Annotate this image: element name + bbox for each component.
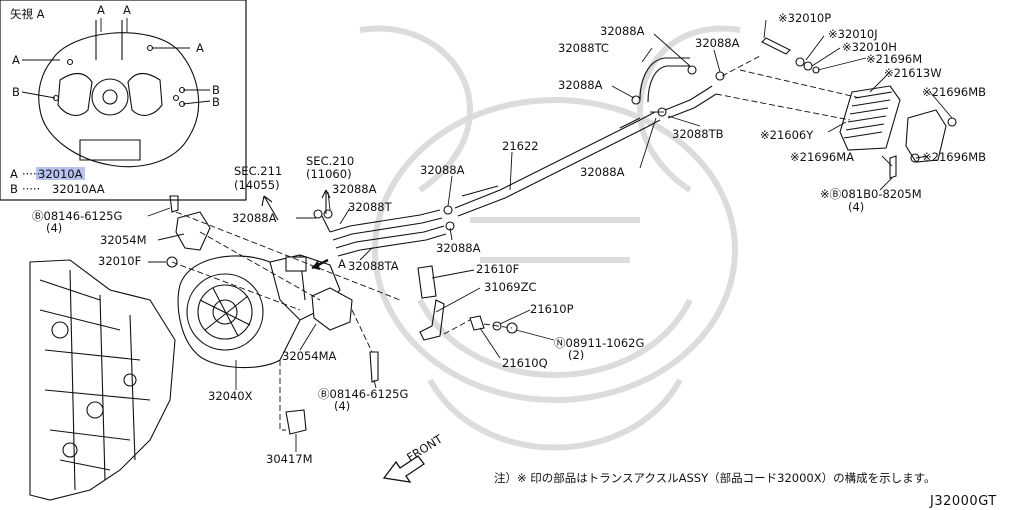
label-32088a-left2[interactable]: 32088A xyxy=(436,241,481,255)
legend-key-b: B xyxy=(10,182,18,196)
cooler-pipe-32088t xyxy=(321,209,447,257)
sec-210-sub: (11060) xyxy=(306,167,352,181)
label-08911-qty: (2) xyxy=(568,348,584,362)
oil-cooler-21606y xyxy=(839,85,957,179)
legend-part-b[interactable]: 32010AA xyxy=(52,182,105,196)
label-32088a-c1[interactable]: 32088A xyxy=(420,163,465,177)
label-21696mb-2[interactable]: ※21696MB xyxy=(922,150,986,164)
label-08146-bottom[interactable]: Ⓑ08146-6125G xyxy=(318,387,408,401)
engine-block-illustration xyxy=(29,259,176,501)
sec-211-sub: (14055) xyxy=(234,178,280,192)
label-32010j[interactable]: ※32010J xyxy=(828,27,878,41)
grommet-21610p xyxy=(469,315,518,334)
legend-key-a: A xyxy=(10,167,18,181)
label-32088tc[interactable]: 32088TC xyxy=(558,41,609,55)
plug-32010f xyxy=(166,256,178,268)
inset-letter-b2: B xyxy=(212,83,220,97)
label-32054m[interactable]: 32054M xyxy=(100,233,147,247)
label-32088a-top[interactable]: 32088A xyxy=(600,24,645,38)
bracket-32054m xyxy=(175,211,211,251)
label-08146-bottom-qty: (4) xyxy=(334,399,350,413)
label-21610p[interactable]: 21610P xyxy=(530,302,574,316)
inset-letter-a1: A xyxy=(97,3,105,17)
hose-32088tb xyxy=(664,85,717,119)
inset-legend: A ····· 32010A B ····· 32010AA xyxy=(10,167,105,196)
inset-letter-b3: B xyxy=(212,95,220,109)
front-label: FRONT xyxy=(404,431,446,464)
label-21613w[interactable]: ※21613W xyxy=(884,66,942,80)
inset-view-a: 矢視 A A A A A B B B xyxy=(0,0,247,201)
bellhousing-outline xyxy=(38,20,200,168)
label-08146-top-qty: (4) xyxy=(46,221,62,235)
bracket-32054ma xyxy=(311,287,353,331)
label-21606y[interactable]: ※21606Y xyxy=(760,128,814,142)
label-21610f[interactable]: 21610F xyxy=(476,262,519,276)
label-32054ma[interactable]: 32054MA xyxy=(282,349,337,363)
bracket-21610f xyxy=(417,265,445,341)
label-32010h[interactable]: ※32010H xyxy=(842,40,897,54)
bolt-08146-top xyxy=(169,195,179,213)
front-indicator: FRONT xyxy=(382,431,446,483)
legend-highlight xyxy=(36,167,85,180)
label-32010f[interactable]: 32010F xyxy=(98,254,141,268)
hose-32088tc xyxy=(639,57,690,103)
sec-210-title[interactable]: SEC.210 xyxy=(306,154,354,168)
legend-dots-a: ····· xyxy=(22,167,40,181)
pipe-32010p xyxy=(761,37,820,74)
label-32088a-near[interactable]: 32088A xyxy=(232,211,277,225)
inset-letter-a3: A xyxy=(196,41,204,55)
legend-dots-b: ····· xyxy=(22,182,40,196)
sec-211-title[interactable]: SEC.211 xyxy=(234,164,282,178)
label-32088a-left[interactable]: 32088A xyxy=(332,182,377,196)
label-081b0-8205m[interactable]: ※Ⓑ081B0-8205M xyxy=(820,187,922,201)
reference-dashed-lines xyxy=(171,55,861,431)
label-081b0-qty: (4) xyxy=(848,200,864,214)
inset-letter-b1: B xyxy=(12,85,20,99)
inset-letter-a2: A xyxy=(123,3,131,17)
mount-30417m xyxy=(285,409,307,435)
label-32088ta[interactable]: 32088TA xyxy=(348,259,399,273)
label-21622[interactable]: 21622 xyxy=(502,139,539,153)
label-32088a-c2[interactable]: 32088A xyxy=(580,165,625,179)
label-32010p[interactable]: ※32010P xyxy=(778,11,831,25)
label-30417m[interactable]: 30417M xyxy=(266,452,313,466)
label-08146-top[interactable]: Ⓑ08146-6125G xyxy=(32,209,122,223)
label-21696mb-1[interactable]: ※21696MB xyxy=(922,85,986,99)
leader-lines xyxy=(147,19,953,452)
label-21610q[interactable]: 21610Q xyxy=(502,356,548,370)
part-labels: 32088A 32088TC 32088A 32088A 32088TB 320… xyxy=(32,11,986,466)
cooler-pipe-21622 xyxy=(454,111,661,217)
transmission-32040x xyxy=(177,254,341,369)
diagram-code: J32000GT xyxy=(929,494,997,509)
hose-clamps xyxy=(313,65,725,231)
label-32088t[interactable]: 32088T xyxy=(348,200,393,214)
label-32088a-mid[interactable]: 32088A xyxy=(558,78,603,92)
label-32088a-t2[interactable]: 32088A xyxy=(695,36,740,50)
label-32040x[interactable]: 32040X xyxy=(208,389,253,403)
front-arrow-icon xyxy=(382,455,425,483)
label-31069zc[interactable]: 31069ZC xyxy=(484,280,537,294)
label-21696m[interactable]: ※21696M xyxy=(866,52,922,66)
label-32088tb[interactable]: 32088TB xyxy=(672,127,724,141)
watermark-helmet-logo xyxy=(359,25,741,451)
footnote-text: 注）※ 印の部品はトランスアクスルASSY（部品コード32000X）の構成を示し… xyxy=(494,471,935,485)
inset-view-label: 矢視 A xyxy=(10,7,45,21)
view-arrow-label: A xyxy=(338,257,346,271)
bolt-08146-bottom xyxy=(369,351,379,383)
inset-leaders xyxy=(21,18,211,105)
legend-part-a[interactable]: 32010A xyxy=(38,167,83,181)
label-21696ma[interactable]: ※21696MA xyxy=(790,150,854,164)
label-08911-1062g[interactable]: Ⓝ08911-1062G xyxy=(554,336,644,350)
inset-letter-a4: A xyxy=(12,53,20,67)
